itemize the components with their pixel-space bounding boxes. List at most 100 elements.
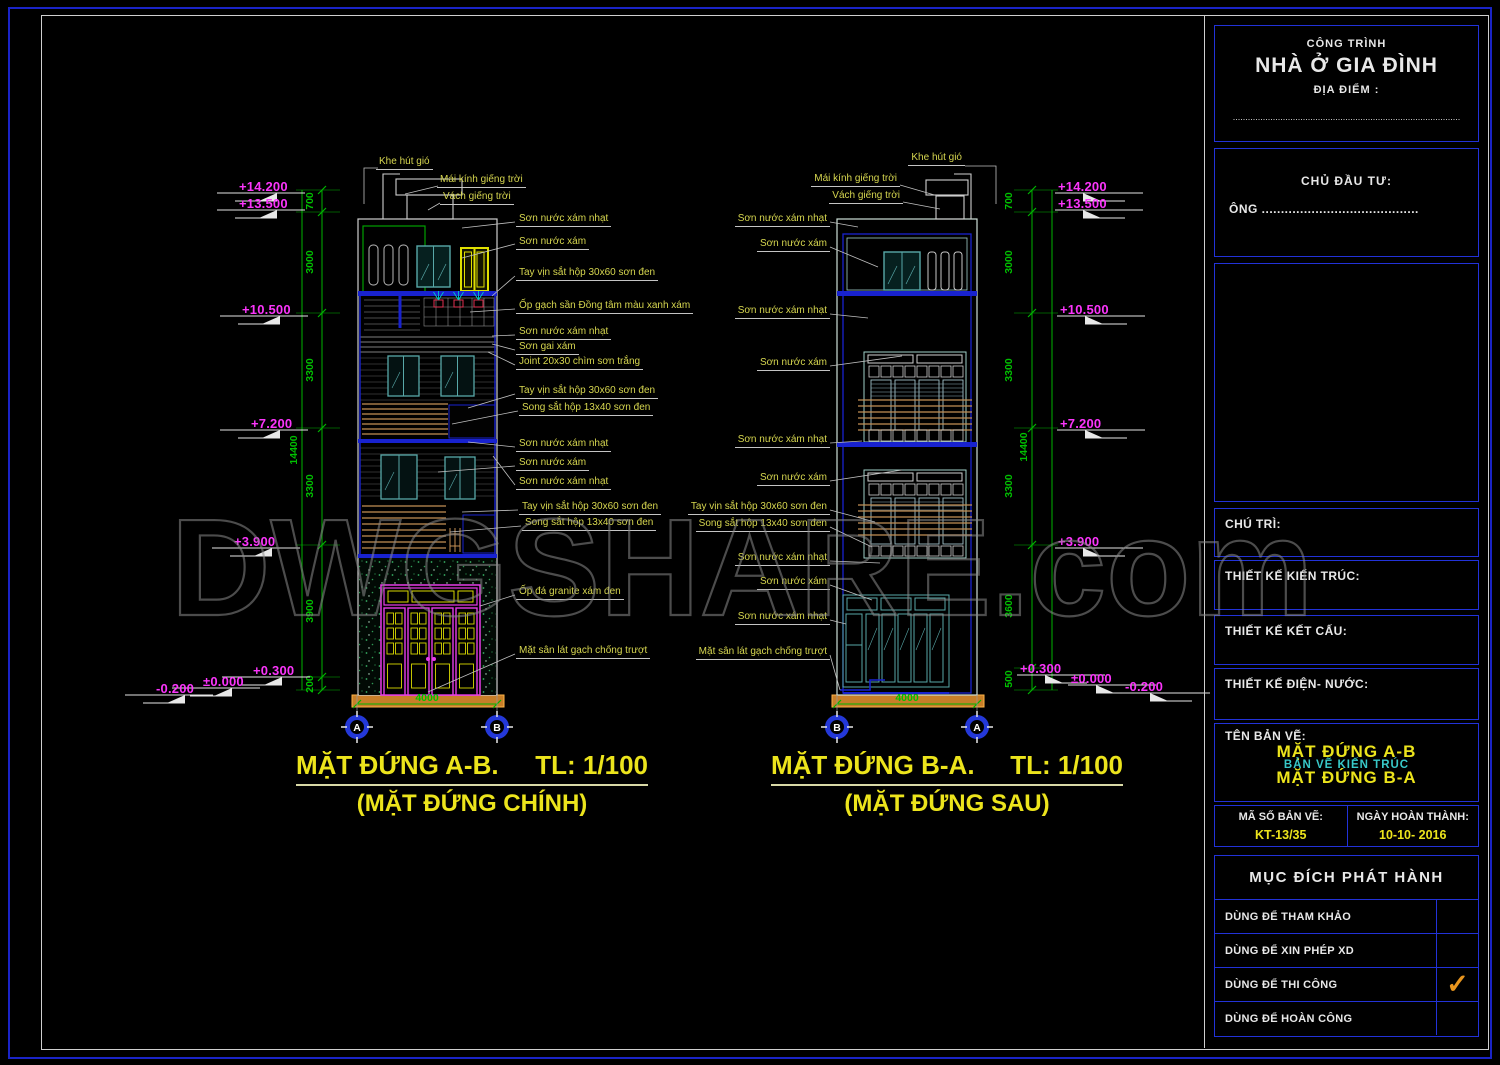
tb-lead-box: CHÚ TRÌ:: [1214, 508, 1479, 557]
callout-label: Vách giếng trời: [440, 191, 514, 205]
date-label: NGÀY HOÀN THÀNH:: [1356, 811, 1469, 823]
callout-label: Sơn nước xám: [516, 236, 590, 250]
level-label: +0.300: [1020, 661, 1062, 676]
owner-label: CHỦ ĐẦU TƯ:: [1301, 174, 1392, 188]
level-label: +3.900: [1058, 534, 1100, 549]
callout-label: Tay vịn sắt hộp 30x60 sơn đen: [519, 501, 662, 515]
code-value: KT-13/35: [1255, 828, 1307, 842]
dimension-text: 500: [1003, 670, 1015, 688]
tb-code-date-box: MÃ SỐ BẢN VẼ: KT-13/35 NGÀY HOÀN THÀNH: …: [1214, 805, 1479, 847]
grid-bubbles: A B B A: [341, 711, 993, 743]
louver-unit-upper: [858, 351, 972, 443]
tb-project-box: CÔNG TRÌNH NHÀ Ở GIA ĐÌNH ĐỊA ĐIỂM : ...…: [1214, 25, 1479, 142]
callout-leader-lines: [363, 165, 997, 693]
dimension-text: 3600: [1003, 594, 1015, 618]
elevation-ab-title: MẶT ĐỨNG A-B. TL: 1/100 (MẶT ĐỨNG CHÍNH): [296, 750, 648, 818]
level-label: +7.200: [1060, 416, 1102, 431]
dimension-text: 3300: [1003, 358, 1015, 382]
callout-label: Sơn nước xám: [756, 576, 830, 590]
callout-label: Sơn nước xám nhạt: [516, 476, 612, 490]
sheet-outer-border: [8, 7, 1492, 1059]
callout-label: Sơn nước xám: [516, 457, 590, 471]
sheet-inner-frame: [41, 15, 1489, 1050]
title-block: CÔNG TRÌNH NHÀ Ở GIA ĐÌNH ĐỊA ĐIỂM : ...…: [1204, 15, 1488, 1048]
rear-ground-windows: [840, 594, 950, 694]
callout-label: Song sắt hộp 13x40 sơn đen: [519, 402, 654, 416]
callout-label: Sơn nước xám: [756, 472, 830, 486]
tb-mep-box: THIẾT KẾ ĐIỆN- NƯỚC:: [1214, 668, 1479, 720]
callout-label: Sơn nước xám nhạt: [734, 611, 830, 625]
purpose-row: DÙNG ĐỂ THI CÔNG ✓: [1215, 968, 1478, 1002]
callout-label: Sơn nước xám nhạt: [734, 213, 830, 227]
callout-label: Sơn nước xám nhạt: [516, 438, 612, 452]
purpose-label: DÙNG ĐỂ XIN PHÉP XD: [1225, 944, 1354, 957]
drawing-name-2: MẶT ĐỨNG B-A: [1276, 767, 1417, 787]
elevation-scale-text: TL: 1/100: [1010, 750, 1123, 780]
callout-label: Vách giếng trời: [829, 190, 903, 204]
level-label: +14.200: [239, 179, 288, 194]
tb-owner-box: CHỦ ĐẦU TƯ: ÔNG ........................…: [1214, 148, 1479, 257]
dimension-text: 200: [304, 675, 316, 693]
purpose-header: MỤC ĐÍCH PHÁT HÀNH: [1215, 856, 1478, 900]
level-label: +13.500: [239, 196, 288, 211]
tb-code-cell: MÃ SỐ BẢN VẼ: KT-13/35: [1215, 806, 1347, 847]
callout-label: Sơn gai xám: [516, 341, 579, 355]
callout-label: Mái kính giếng trời: [437, 174, 526, 188]
level-label: ±0.000: [1071, 671, 1112, 686]
dimension-lines: [296, 185, 1058, 716]
callout-label: Khe hút gió: [908, 152, 965, 166]
elevation-title-text: MẶT ĐỨNG B-A.: [771, 750, 975, 780]
dimension-text: 3300: [304, 358, 316, 382]
callout-label: Mặt sân lát gạch chống trượt: [516, 645, 651, 659]
callout-label: Tay vịn sắt hộp 30x60 sơn đen: [687, 501, 830, 515]
dimension-text: 3900: [304, 599, 316, 623]
callout-label: Sơn nước xám: [756, 357, 830, 371]
purpose-checkbox: [1436, 934, 1478, 967]
grid-bubble-label: B: [493, 722, 501, 734]
callout-label: Song sắt hộp 13x40 sơn đen: [522, 517, 657, 531]
tb-drawing-name-box: TÊN BẢN VẼ: MẶT ĐỨNG A-B BẢN VẼ KIẾN TRÚ…: [1214, 723, 1479, 802]
mep-label: THIẾT KẾ ĐIỆN- NƯỚC:: [1225, 677, 1369, 691]
elevation-subtitle-text: (MẶT ĐỨNG SAU): [844, 790, 1050, 817]
location-value: ........................................…: [1232, 112, 1461, 122]
dimension-text: 14400: [1018, 432, 1030, 461]
dimension-text: 4000: [895, 692, 919, 704]
level-label: +7.200: [251, 416, 293, 431]
elevation-scale-text: TL: 1/100: [535, 750, 648, 780]
struct-label: THIẾT KẾ KẾT CẤU:: [1225, 624, 1348, 638]
tb-arch-box: THIẾT KẾ KIẾN TRÚC:: [1214, 560, 1479, 610]
callout-label: Khe hút gió: [376, 156, 433, 170]
dimension-text: 700: [304, 192, 316, 210]
callout-label: Sơn nước xám nhạt: [516, 326, 612, 340]
callout-label: Sơn nước xám nhạt: [734, 305, 830, 319]
louver-unit-lower: [858, 469, 972, 559]
code-label: MÃ SỐ BẢN VẼ:: [1238, 811, 1323, 823]
grid-bubble-label: B: [833, 722, 841, 734]
level-label: +0.300: [253, 663, 295, 678]
callout-label: Tay vịn sắt hộp 30x60 sơn đen: [516, 267, 659, 281]
purpose-row: DÙNG ĐỂ THAM KHẢO: [1215, 900, 1478, 934]
drawing-name-mid: BẢN VẼ KIẾN TRÚC: [1283, 758, 1410, 771]
level-label: +14.200: [1058, 179, 1107, 194]
purpose-checkbox: [1436, 1002, 1478, 1035]
drawing-name-label: TÊN BẢN VẼ:: [1225, 729, 1307, 743]
level-label: +13.500: [1058, 196, 1107, 211]
check-icon: ✓: [1446, 969, 1469, 999]
drawing-name-1: MẶT ĐỨNG A-B: [1276, 742, 1417, 761]
level-label: ±0.000: [203, 674, 244, 689]
level-label: +10.500: [242, 302, 291, 317]
purpose-row: DÙNG ĐỂ HOÀN CÔNG: [1215, 1002, 1478, 1035]
elevation-subtitle-text: (MẶT ĐỨNG CHÍNH): [356, 790, 588, 817]
level-label: +3.900: [234, 534, 276, 549]
elevation-title-text: MẶT ĐỨNG A-B.: [296, 750, 499, 780]
grid-bubble-label: A: [973, 722, 981, 734]
project-name: NHÀ Ở GIA ĐÌNH: [1255, 54, 1438, 77]
callout-label: Sơn nước xám nhạt: [734, 552, 830, 566]
elevation-ba-drawing: [831, 173, 985, 708]
callout-label: Ốp gạch sần Đồng tâm màu xanh xám: [516, 300, 694, 314]
callout-label: Mặt sân lát gạch chống trượt: [695, 646, 830, 660]
arch-label: THIẾT KẾ KIẾN TRÚC:: [1225, 569, 1360, 583]
elevation-ba-title: MẶT ĐỨNG B-A. TL: 1/100 (MẶT ĐỨNG SAU): [771, 750, 1123, 818]
date-value: 10-10- 2016: [1379, 828, 1447, 842]
purpose-label: DÙNG ĐỂ THAM KHẢO: [1225, 910, 1352, 923]
